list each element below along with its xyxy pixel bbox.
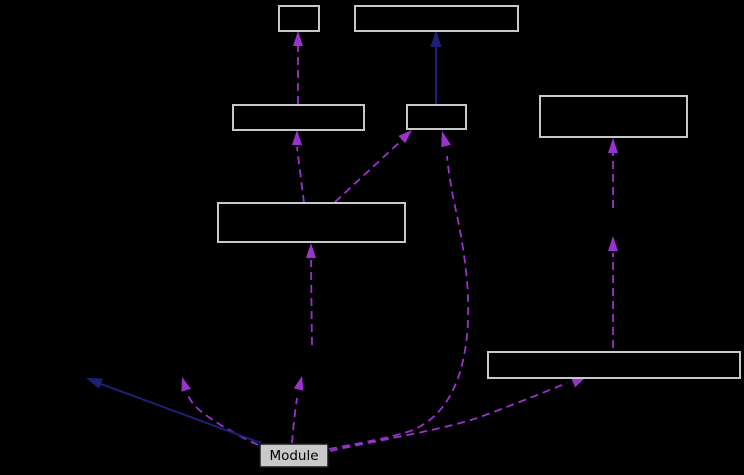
arrowhead-midleft bbox=[292, 130, 302, 145]
edge-center-to-midsmall bbox=[334, 139, 403, 203]
arrowhead-midsmall-left bbox=[398, 130, 412, 144]
arrowhead-righttall bbox=[608, 138, 618, 153]
node-top-small[interactable] bbox=[278, 5, 320, 32]
node-module[interactable]: Module bbox=[259, 443, 329, 468]
arrowhead-midsmall-right bbox=[441, 131, 451, 148]
node-module-label: Module bbox=[269, 448, 318, 464]
arrowhead-center-mid bbox=[293, 376, 304, 391]
edge-module-upleft-solid bbox=[100, 383, 262, 444]
node-module-box[interactable] bbox=[259, 443, 329, 468]
node-mid-small[interactable] bbox=[406, 104, 467, 130]
edge-center-to-midleft bbox=[296, 146, 305, 204]
edge-module-to-lowerright bbox=[329, 382, 568, 452]
arrowhead-topwide bbox=[430, 30, 442, 47]
arrowhead-upleft-solid bbox=[86, 378, 103, 389]
node-lower-right[interactable] bbox=[487, 351, 741, 379]
edge-module-upleft-dashed bbox=[186, 392, 259, 446]
node-center-wide[interactable] bbox=[217, 202, 406, 243]
arrowhead-upleft-dashed bbox=[181, 377, 191, 392]
node-right-tall[interactable] bbox=[539, 95, 688, 138]
arrowhead-lowerright bbox=[571, 377, 586, 388]
edge-module-to-center-upper bbox=[310, 259, 313, 346]
edge-module-to-center-lower bbox=[291, 397, 298, 444]
arrowhead-center bbox=[306, 243, 316, 258]
node-mid-left[interactable] bbox=[232, 104, 365, 131]
arrowhead-righttall-mid bbox=[608, 236, 618, 251]
edge-module-to-midsmall bbox=[328, 155, 470, 450]
node-top-wide[interactable] bbox=[354, 5, 519, 32]
arrowhead-topsmall bbox=[293, 31, 303, 46]
